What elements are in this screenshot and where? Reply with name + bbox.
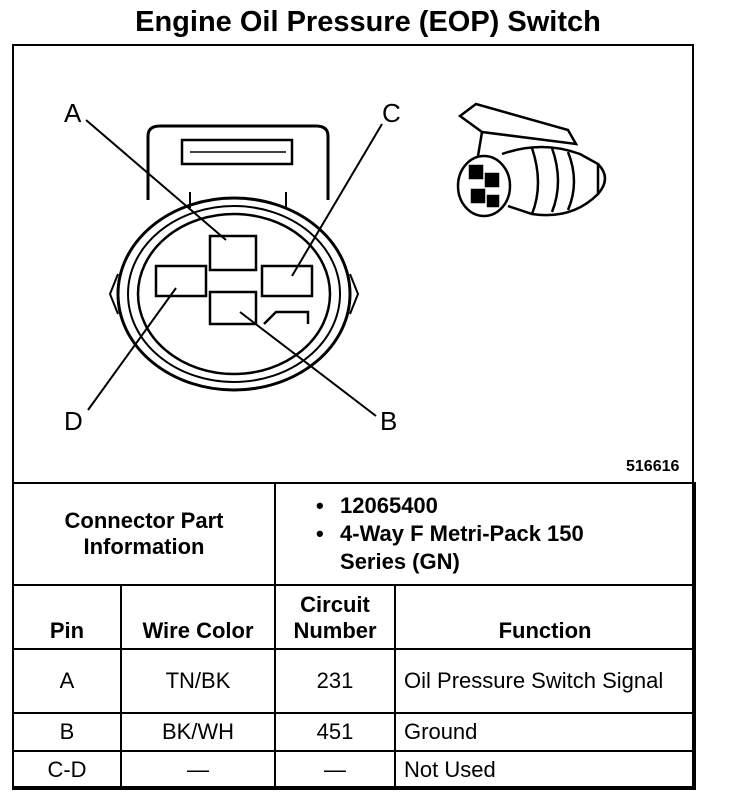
cell-function: Ground	[394, 712, 697, 752]
cell-wire-color: BK/WH	[119, 712, 277, 752]
connector-table: Connector Part Information •12065400 •4-…	[11, 482, 697, 790]
cell-wire-color: TN/BK	[119, 648, 277, 714]
cavity-d	[154, 264, 208, 298]
cell-pin: B	[12, 712, 122, 752]
cavity-c	[260, 264, 314, 298]
page-title: Engine Oil Pressure (EOP) Switch	[135, 6, 601, 38]
header-circuit-number: Circuit Number	[274, 584, 397, 650]
cell-circuit: 231	[274, 648, 397, 714]
cell-circuit: —	[274, 750, 397, 790]
cell-wire-color: —	[119, 750, 277, 790]
pin-label-b: B	[380, 406, 398, 436]
cell-function: Not Used	[394, 750, 697, 790]
connector-type: 4-Way F Metri-Pack 150 Series (GN)	[340, 521, 584, 574]
pin-label-c: C	[382, 98, 401, 128]
pin-label-d: D	[64, 406, 83, 436]
connector-part-number: 12065400	[340, 493, 438, 518]
leader-lines	[85, 119, 383, 417]
terminal-cavities	[154, 234, 314, 326]
cell-pin: C-D	[12, 750, 122, 790]
table-header-row: Pin Wire Color Circuit Number Function	[12, 584, 697, 650]
connector-info-row: Connector Part Information •12065400 •4-…	[11, 482, 697, 586]
cell-function: Oil Pressure Switch Signal	[394, 648, 697, 714]
cell-pin: A	[12, 648, 122, 714]
header-function: Function	[394, 584, 697, 650]
figure-id: 516616	[626, 458, 680, 475]
connector-diagram	[85, 102, 607, 417]
table-row: B BK/WH 451 Ground	[12, 712, 697, 752]
table-row: C-D — — Not Used	[12, 750, 697, 790]
connector-photo	[456, 102, 607, 218]
table-row: A TN/BK 231 Oil Pressure Switch Signal	[12, 648, 697, 714]
cell-circuit: 451	[274, 712, 397, 752]
header-pin: Pin	[12, 584, 122, 650]
header-wire-color: Wire Color	[119, 584, 277, 650]
connector-info-label: Connector Part Information	[11, 482, 277, 586]
cavity-a	[208, 234, 258, 272]
connector-info-values: •12065400 •4-Way F Metri-Pack 150 Series…	[274, 482, 697, 586]
pin-label-a: A	[64, 98, 82, 128]
connector-face	[108, 124, 360, 392]
